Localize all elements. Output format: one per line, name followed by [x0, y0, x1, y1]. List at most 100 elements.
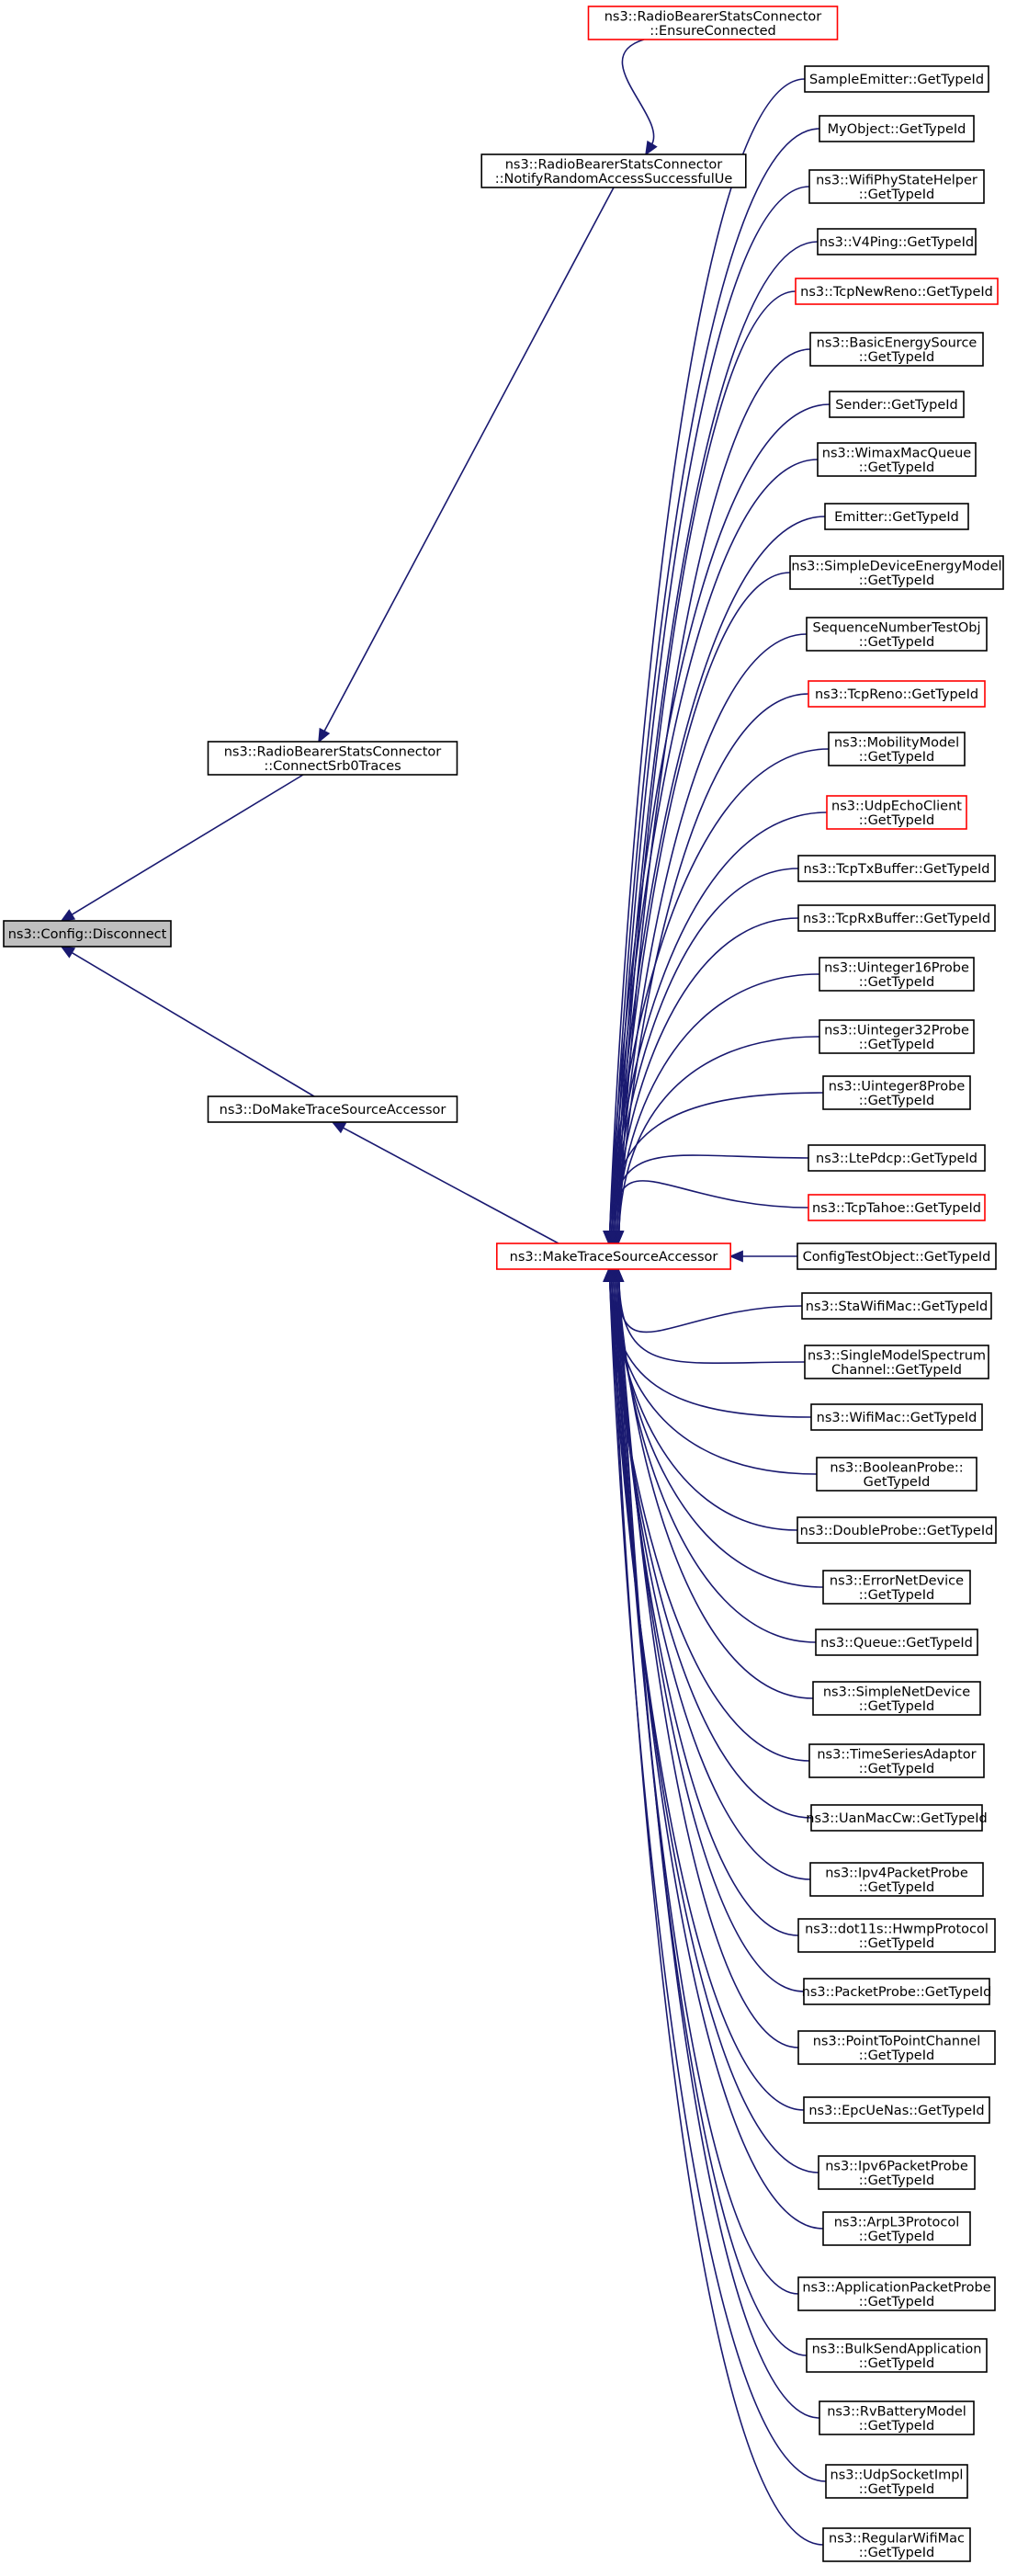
- call-edge: [610, 1267, 817, 1643]
- node-srb0[interactable]: ns3::RadioBearerStatsConnector::ConnectS…: [207, 741, 458, 776]
- caller-node[interactable]: ns3::UdpSocketImpl::GetTypeId: [825, 2464, 968, 2499]
- caller-node[interactable]: ns3::BasicEnergySource::GetTypeId: [809, 332, 984, 367]
- node-ensure-box: [587, 6, 839, 40]
- caller-node[interactable]: ns3::LtePdcp::GetTypeId: [808, 1144, 986, 1172]
- node-ensure-label: ns3::RadioBearerStatsConnector: [605, 9, 822, 24]
- caller-node[interactable]: ns3::TcpNewReno::GetTypeId: [795, 278, 999, 305]
- caller-node[interactable]: ns3::BooleanProbe::GetTypeId: [816, 1457, 977, 1492]
- caller-node[interactable]: Emitter::GetTypeId: [824, 503, 969, 530]
- call-edge: [606, 1267, 811, 1880]
- caller-node-label: ns3::TcpTahoe::GetTypeId: [812, 1201, 981, 1216]
- caller-node[interactable]: ns3::WimaxMacQueue::GetTypeId: [817, 442, 977, 477]
- caller-node[interactable]: ns3::TcpTxBuffer::GetTypeId: [797, 855, 996, 882]
- call-edge: [605, 1267, 818, 1475]
- caller-node[interactable]: ns3::WifiPhyStateHelper::GetTypeId: [808, 169, 985, 204]
- caller-node[interactable]: ns3::RvBatteryModel::GetTypeId: [819, 2400, 975, 2435]
- caller-node[interactable]: ns3::PacketProbe::GetTypeId: [802, 1978, 992, 2005]
- caller-node[interactable]: ns3::DoubleProbe::GetTypeId: [797, 1516, 997, 1544]
- node-srb0-label: ns3::RadioBearerStatsConnector: [224, 744, 442, 759]
- caller-node-label: ::GetTypeId: [859, 1880, 934, 1895]
- caller-node[interactable]: ns3::Ipv4PacketProbe::GetTypeId: [809, 1862, 984, 1897]
- caller-node[interactable]: ns3::StaWifiMac::GetTypeId: [801, 1292, 992, 1320]
- caller-node-label: ns3::ApplicationPacketProbe: [802, 2280, 990, 2295]
- caller-node[interactable]: ns3::EpcUeNas::GetTypeId: [803, 2096, 990, 2124]
- caller-node[interactable]: SequenceNumberTestObj::GetTypeId: [806, 617, 988, 652]
- caller-node-box: [819, 115, 975, 142]
- caller-node[interactable]: ns3::WifiMac::GetTypeId: [810, 1403, 983, 1431]
- root-node-config-disconnect[interactable]: ns3::Config::Disconnect: [3, 920, 172, 948]
- node-notify[interactable]: ns3::RadioBearerStatsConnector::NotifyRa…: [480, 153, 747, 188]
- node-make[interactable]: ns3::MakeTraceSourceAccessor: [495, 1243, 731, 1270]
- node-domake-box: [207, 1095, 458, 1123]
- caller-node-label: Emitter::GetTypeId: [834, 510, 959, 525]
- caller-node-label: ns3::Ipv6PacketProbe: [825, 2159, 968, 2173]
- caller-node[interactable]: ns3::dot11s::HwmpProtocol::GetTypeId: [797, 1918, 996, 1953]
- caller-node-box: [810, 1804, 983, 1832]
- caller-node[interactable]: ns3::BulkSendApplication::GetTypeId: [806, 2338, 988, 2373]
- call-edge: [729, 1250, 797, 1263]
- caller-node-box: [809, 1862, 984, 1897]
- caller-node[interactable]: ns3::PointToPointChannel::GetTypeId: [797, 2030, 996, 2065]
- caller-node[interactable]: ns3::MobilityModel::GetTypeId: [828, 732, 966, 766]
- caller-node-label: ns3::TcpNewReno::GetTypeId: [800, 285, 993, 300]
- caller-node[interactable]: SampleEmitter::GetTypeId: [804, 65, 989, 93]
- caller-node-box: [822, 1570, 971, 1605]
- node-ensure[interactable]: ns3::RadioBearerStatsConnector::EnsureCo…: [587, 6, 839, 40]
- caller-node-label: ::GetTypeId: [859, 2546, 934, 2560]
- caller-node[interactable]: ns3::Uinteger16Probe::GetTypeId: [819, 957, 975, 992]
- caller-node-label: ns3::BasicEnergySource: [817, 335, 977, 350]
- call-edge: [610, 633, 808, 1245]
- caller-node-box: [812, 1681, 981, 1716]
- caller-node-label: ::GetTypeId: [859, 1038, 934, 1052]
- caller-node[interactable]: ns3::SimpleNetDevice::GetTypeId: [812, 1681, 981, 1716]
- caller-node-label: ns3::UdpEchoClient: [831, 799, 962, 813]
- caller-node-label: ::GetTypeId: [859, 1699, 934, 1714]
- caller-node-label: ns3::Uinteger8Probe: [829, 1079, 966, 1094]
- caller-node-box: [808, 1144, 986, 1172]
- caller-node[interactable]: ns3::SingleModelSpectrumChannel::GetType…: [804, 1345, 989, 1379]
- caller-node[interactable]: ns3::UdpEchoClient::GetTypeId: [826, 795, 967, 830]
- caller-node[interactable]: MyObject::GetTypeId: [819, 115, 975, 142]
- caller-node-box: [806, 617, 988, 652]
- caller-node[interactable]: ns3::Uinteger32Probe::GetTypeId: [819, 1019, 975, 1054]
- caller-node-label: ::GetTypeId: [859, 2173, 934, 2188]
- caller-node-box: [819, 957, 975, 992]
- node-domake[interactable]: ns3::DoMakeTraceSourceAccessor: [207, 1095, 458, 1123]
- caller-node-box: [822, 2211, 971, 2246]
- call-edge: [606, 1180, 809, 1245]
- caller-node-label: ::GetTypeId: [859, 2048, 934, 2063]
- caller-node[interactable]: ns3::SimpleDeviceEnergyModel::GetTypeId: [789, 555, 1004, 590]
- caller-node[interactable]: ns3::RegularWifiMac::GetTypeId: [822, 2527, 971, 2562]
- caller-node-label: ns3::WifiMac::GetTypeId: [817, 1411, 977, 1425]
- caller-node[interactable]: ns3::UanMacCw::GetTypeId: [806, 1804, 988, 1832]
- caller-node-label: ::GetTypeId: [859, 187, 934, 202]
- caller-node[interactable]: ns3::TcpTahoe::GetTypeId: [808, 1194, 986, 1221]
- edges-layer: [60, 39, 831, 2546]
- caller-node[interactable]: ns3::Uinteger8Probe::GetTypeId: [822, 1075, 971, 1110]
- caller-node-box: [808, 169, 985, 204]
- caller-node[interactable]: ns3::TcpRxBuffer::GetTypeId: [797, 904, 996, 932]
- caller-node-label: ns3::RvBatteryModel: [827, 2404, 966, 2419]
- caller-node-label: ns3::SimpleDeviceEnergyModel: [791, 559, 1001, 573]
- call-edge: [612, 1267, 799, 2048]
- caller-node[interactable]: ns3::Ipv6PacketProbe::GetTypeId: [818, 2155, 976, 2190]
- caller-node-label: ns3::LtePdcp::GetTypeId: [816, 1152, 977, 1166]
- caller-node[interactable]: ns3::Queue::GetTypeId: [815, 1628, 978, 1656]
- caller-node-box: [818, 2155, 976, 2190]
- caller-node-box: [797, 1243, 997, 1270]
- caller-node[interactable]: ConfigTestObject::GetTypeId: [797, 1243, 997, 1270]
- caller-node[interactable]: ns3::ApplicationPacketProbe::GetTypeId: [797, 2276, 996, 2311]
- caller-node-label: ns3::RegularWifiMac: [829, 2531, 965, 2546]
- caller-node[interactable]: Sender::GetTypeId: [829, 391, 965, 418]
- caller-node-label: ns3::PacketProbe::GetTypeId: [802, 1985, 992, 2000]
- caller-node-label: ns3::DoubleProbe::GetTypeId: [800, 1524, 994, 1538]
- caller-node-box: [797, 1918, 996, 1953]
- caller-node[interactable]: ns3::V4Ping::GetTypeId: [817, 228, 977, 255]
- caller-node-box: [804, 65, 989, 93]
- caller-node[interactable]: ns3::ArpL3Protocol::GetTypeId: [822, 2211, 971, 2246]
- caller-node[interactable]: ns3::TimeSeriesAdaptor::GetTypeId: [808, 1743, 985, 1778]
- caller-node[interactable]: ns3::TcpReno::GetTypeId: [808, 680, 986, 708]
- caller-node[interactable]: ns3::ErrorNetDevice::GetTypeId: [822, 1570, 971, 1605]
- caller-node-label: ::GetTypeId: [859, 460, 934, 475]
- call-edge: [608, 572, 791, 1245]
